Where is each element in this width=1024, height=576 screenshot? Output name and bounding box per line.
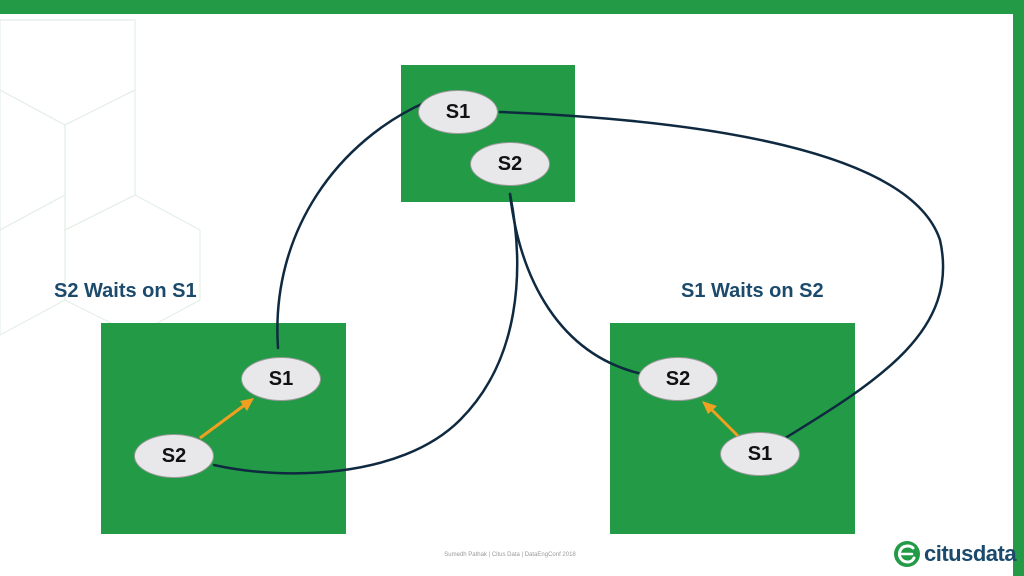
wait-arrow-left (199, 402, 247, 440)
left-node-group (101, 323, 346, 534)
wait-arrowhead-left (240, 398, 254, 411)
right-node-s2: S2 (638, 357, 718, 401)
top-node-s2: S2 (470, 142, 550, 186)
right-group-caption: S1 Waits on S2 (681, 280, 824, 302)
top-node-s1: S1 (418, 90, 498, 134)
wire-top-s1-to-right-s1 (498, 110, 945, 442)
wait-arrow-right (710, 408, 740, 438)
wire-top-s1-to-left-s1 (276, 100, 428, 350)
right-accent-bar (1013, 0, 1024, 576)
left-group-caption: S2 Waits on S1 (54, 280, 197, 302)
slide-footer: Sumedh Pathak | Citus Data | DataEngConf… (444, 552, 576, 558)
wire-top-s2-to-left-s2 (212, 192, 519, 475)
left-node-s2: S2 (134, 434, 214, 478)
citusdata-logo-icon (894, 541, 920, 567)
wire-top-s2-to-right-s2 (508, 192, 644, 376)
left-node-s1: S1 (241, 357, 321, 401)
right-node-s1: S1 (720, 432, 800, 476)
wait-arrowhead-right (702, 401, 717, 414)
hexagon-background-pattern (0, 19, 201, 336)
citusdata-logo: citusdata (892, 538, 1017, 570)
logo-text: citusdata (924, 541, 1017, 566)
top-accent-bar (0, 0, 1024, 14)
